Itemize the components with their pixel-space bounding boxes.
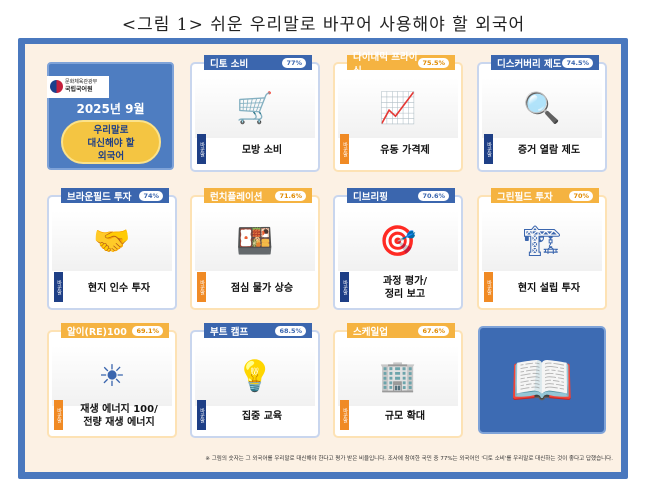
term-label: 그린필드 투자 <box>497 191 553 203</box>
replacement-word: 현지 인수 투자 <box>87 282 151 294</box>
term-label: 다이내믹 프라이싱 <box>353 51 418 77</box>
side-label: 바꾼말 <box>484 134 493 164</box>
side-label: 바꾼말 <box>197 400 206 430</box>
term-tag: 디브리핑 70.6% <box>347 188 455 203</box>
percent-badge: 69.1% <box>132 325 163 336</box>
term-card: 브라운필드 투자 74% 🤝 바꾼말 현지 인수 투자 <box>47 188 177 310</box>
percent-badge: 75.5% <box>418 57 449 68</box>
term-illustration: 🏢 <box>338 346 458 406</box>
term-label: 브라운필드 투자 <box>67 191 132 203</box>
term-tag: 알이(RE)100 69.1% <box>61 323 169 338</box>
term-card: 스케일업 67.6% 🏢 바꾼말 규모 확대 <box>333 323 463 438</box>
term-tag: 스케일업 67.6% <box>347 323 455 338</box>
side-label: 바꾼말 <box>197 134 206 164</box>
side-label: 바꾼말 <box>484 272 493 302</box>
term-card: 그린필드 투자 70% 🏗 바꾼말 현지 설립 투자 <box>477 188 607 310</box>
percent-badge: 68.5% <box>275 325 306 336</box>
replacement-word: 점심 물가 상승 <box>230 282 294 294</box>
term-card: 부트 캠프 68.5% 💡 바꾼말 집중 교육 <box>190 323 320 438</box>
side-label: 바꾼말 <box>340 134 349 164</box>
lunchbox-icon: 🍱 <box>236 223 274 259</box>
term-label: 디토 소비 <box>210 58 249 70</box>
open-book-illustration: 📖 <box>478 326 606 434</box>
term-illustration: 🛒 <box>195 78 315 138</box>
building-icon: 🏢 <box>379 358 417 394</box>
handshake-icon: 🤝 <box>93 223 131 259</box>
term-card: 런치플레이션 71.6% 🍱 바꾼말 점심 물가 상승 <box>190 188 320 310</box>
footnote: ※ 그림의 숫자는 그 외국어를 우리말로 대신해야 한다고 평가 받은 비율입… <box>205 456 613 462</box>
term-tag: 런치플레이션 71.6% <box>204 188 312 203</box>
side-label: 바꾼말 <box>340 400 349 430</box>
taegeuk-icon <box>50 80 63 93</box>
chart-icon: 📈 <box>379 90 417 126</box>
term-label: 알이(RE)100 <box>67 326 127 338</box>
org-ministry: 문화체육관광부 <box>65 79 98 85</box>
percent-badge: 74.5% <box>562 57 593 68</box>
term-tag: 그린필드 투자 70% <box>491 188 599 203</box>
term-card: 디토 소비 77% 🛒 바꾼말 모방 소비 <box>190 55 320 172</box>
figure-title: <그림 1> 쉬운 우리말로 바꾸어 사용해야 할 외국어 <box>121 15 526 35</box>
cart-icon: 🛒 <box>236 90 274 126</box>
replacement-word: 재생 에너지 100/ 전량 재생 에너지 <box>80 404 158 428</box>
replacement-word: 과정 평가/ 정리 보고 <box>383 276 427 300</box>
term-illustration: 🍱 <box>195 211 315 271</box>
term-illustration: ☀ <box>52 346 172 406</box>
replacement-word: 규모 확대 <box>384 410 426 422</box>
term-label: 부트 캠프 <box>210 326 249 338</box>
intro-year: 2025년 9월 <box>76 102 145 116</box>
term-label: 디스커버리 제도 <box>497 58 562 70</box>
side-label: 바꾼말 <box>340 272 349 302</box>
org-institute: 국립국어원 <box>65 86 93 93</box>
term-illustration: 🔍 <box>482 78 602 138</box>
term-label: 런치플레이션 <box>210 191 263 203</box>
replacement-word: 집중 교육 <box>241 410 283 422</box>
term-illustration: 🤝 <box>52 211 172 271</box>
lightbulb-icon: 💡 <box>236 358 274 394</box>
term-illustration: 🎯 <box>338 211 458 271</box>
replacement-word: 모방 소비 <box>241 144 283 156</box>
replacement-word: 증거 열람 제도 <box>517 144 581 156</box>
percent-badge: 70.6% <box>418 190 449 201</box>
side-label: 바꾼말 <box>54 400 63 430</box>
term-tag: 디토 소비 77% <box>204 55 312 70</box>
term-card: 디브리핑 70.6% 🎯 바꾼말 과정 평가/ 정리 보고 <box>333 188 463 310</box>
term-label: 스케일업 <box>353 326 388 338</box>
term-illustration: 💡 <box>195 346 315 406</box>
construction-icon: 🏗 <box>522 223 562 259</box>
side-label: 바꾼말 <box>54 272 63 302</box>
term-tag: 부트 캠프 68.5% <box>204 323 312 338</box>
intro-pill: 우리말로 대신해야 할 외국어 <box>61 120 161 164</box>
term-label: 디브리핑 <box>353 191 388 203</box>
percent-badge: 70% <box>569 190 593 201</box>
term-illustration: 📈 <box>338 78 458 138</box>
side-label: 바꾼말 <box>197 272 206 302</box>
target-icon: 🎯 <box>379 223 417 259</box>
term-tag: 브라운필드 투자 74% <box>61 188 169 203</box>
percent-badge: 71.6% <box>275 190 306 201</box>
percent-badge: 77% <box>282 57 306 68</box>
term-illustration: 🏗 <box>482 211 602 271</box>
replacement-word: 유동 가격제 <box>380 144 430 156</box>
magnifier-icon: 🔍 <box>523 90 561 126</box>
percent-badge: 74% <box>139 190 163 201</box>
term-card: 알이(RE)100 69.1% ☀ 바꾼말 재생 에너지 100/ 전량 재생 에… <box>47 323 177 438</box>
solar-icon: ☀ <box>98 358 126 394</box>
percent-badge: 67.6% <box>418 325 449 336</box>
book-icon: 📖 <box>509 350 575 411</box>
replacement-word: 현지 설립 투자 <box>517 282 581 294</box>
